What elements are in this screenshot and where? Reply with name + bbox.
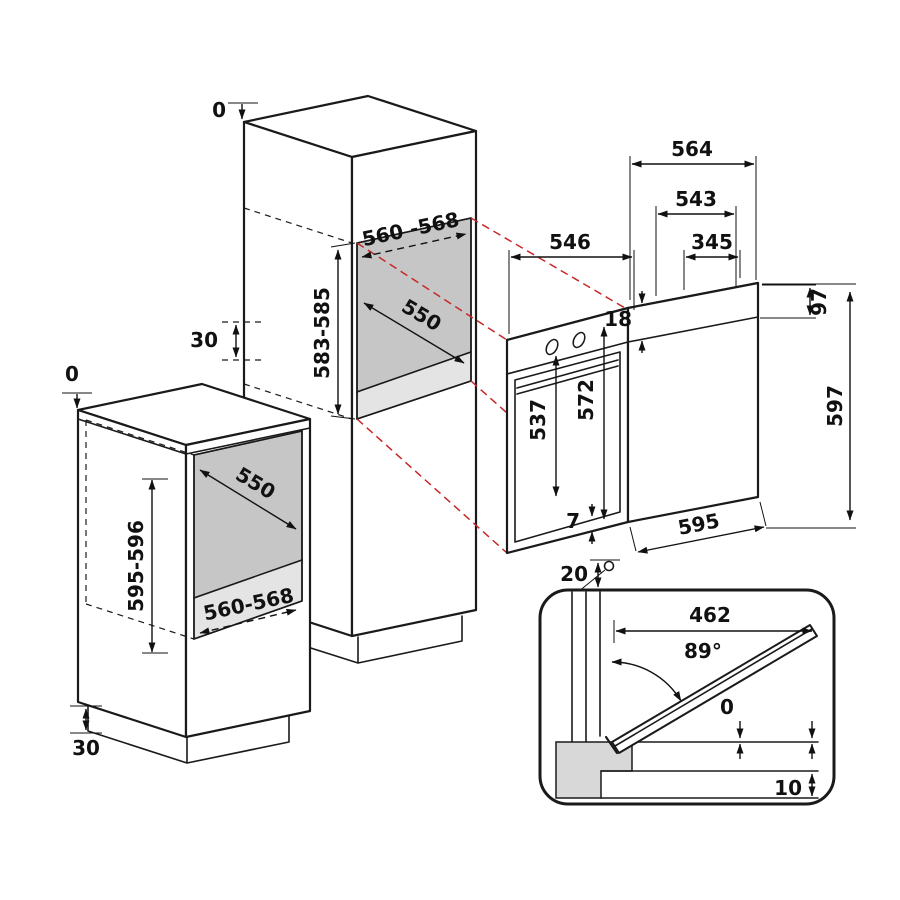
dim-label-base-top-clearance: 0: [65, 362, 79, 386]
dim-label-oven-front-height: 537: [526, 399, 550, 441]
hidden-edge: [85, 603, 195, 640]
base-cabinet-counter-edge: [77, 418, 311, 455]
projection-line: [356, 242, 508, 341]
angle-arc: [611, 658, 682, 702]
base-niche-opening: [193, 430, 303, 640]
dim-line: [363, 302, 465, 364]
base-cabinet: [76, 382, 312, 764]
dim-label-oven-overall-height: 597: [823, 385, 847, 427]
hidden-edge: [243, 383, 353, 420]
hidden-edge: [243, 207, 353, 244]
hidden-edge: [85, 419, 195, 456]
dim-line: [637, 525, 765, 554]
extension-line: [759, 501, 767, 527]
oven-dimensions: 564 543 546 345 18 97 537 572 597 7: [508, 137, 856, 597]
dim-label-base-opening-height: 595-596: [124, 520, 148, 612]
dim-label-oven-front-depth: 345: [691, 230, 733, 254]
door-inner-line: [614, 628, 813, 747]
dim-label-bottom-clearance: 10: [774, 776, 802, 800]
dim-line: [199, 469, 297, 530]
dim-label-oven-overall-width: 564: [671, 137, 713, 161]
dim-line: [199, 608, 297, 635]
oven-control-panel-edge: [506, 316, 759, 375]
projection-line: [356, 418, 508, 554]
hinge-pivot-point: [603, 560, 615, 572]
oven-side-face: [626, 281, 760, 524]
dim-line: [361, 232, 467, 259]
dim-label-oven-body-depth: 546: [549, 230, 591, 254]
oven-door: [514, 351, 621, 543]
door-detail-inset: 89° 462 0 10: [538, 588, 836, 806]
extension-line: [330, 415, 356, 420]
oven-knob: [572, 331, 586, 349]
dim-label-tall-top-clearance: 0: [212, 98, 226, 122]
dim-label-zero-clearance: 0: [720, 695, 734, 719]
oven-knob: [545, 338, 559, 356]
extension-line: [330, 242, 356, 248]
dim-label-oven-panel-height: 18: [604, 307, 632, 331]
dim-label-oven-body-width: 543: [675, 187, 717, 211]
dim-label-base-plinth-height: 30: [72, 736, 100, 760]
projection-line: [470, 380, 508, 414]
dim-label-oven-bottom-gap: 7: [566, 509, 580, 533]
dim-label-oven-body-height: 572: [574, 379, 598, 421]
projection-lines: [356, 217, 638, 554]
dim-label-door-angle: 89°: [684, 639, 722, 663]
door-hinge: [604, 735, 619, 755]
dim-label-tall-opening-height: 583-585: [310, 287, 334, 379]
dim-label-door-width: 462: [689, 603, 731, 627]
projection-line: [470, 217, 638, 316]
dim-label-oven-side-panel-height: 97: [807, 288, 831, 316]
extension-line: [629, 526, 637, 552]
dim-label-tall-rear-clearance: 30: [190, 328, 218, 352]
oven: [505, 281, 760, 555]
dim-label-oven-hinge-offset: 20: [560, 562, 588, 586]
